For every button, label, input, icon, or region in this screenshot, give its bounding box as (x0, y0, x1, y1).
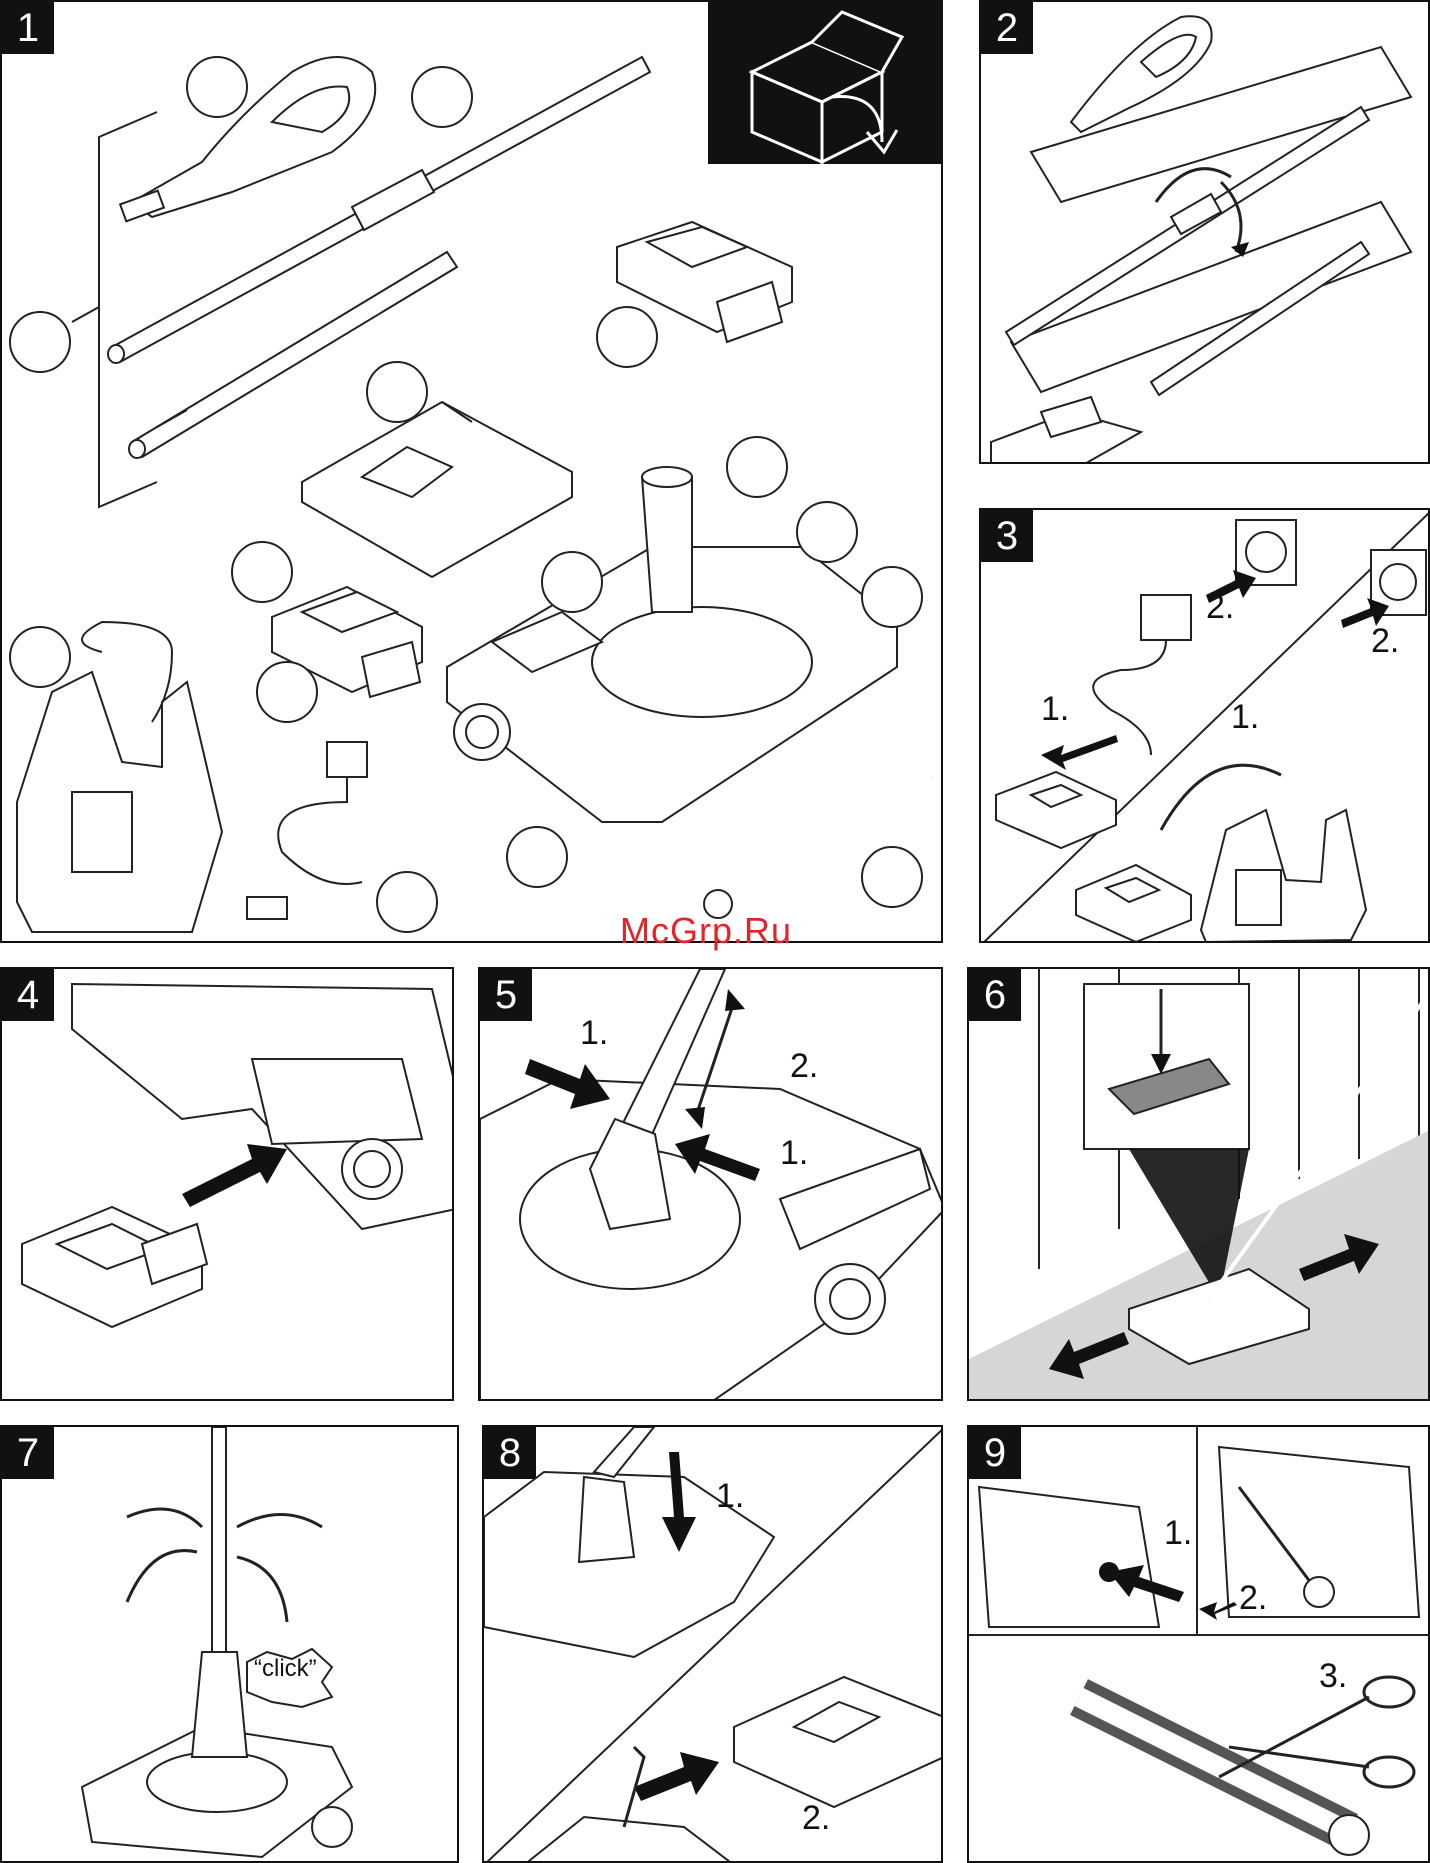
detail-inset (1084, 984, 1249, 1299)
charger-adapter-icon (1093, 595, 1191, 755)
panel-4-illustration (2, 969, 454, 1401)
panel-7-illustration (2, 1427, 459, 1863)
panel-2-illustration (981, 2, 1430, 464)
battery-pack-2-icon (1076, 865, 1191, 942)
dust-tray-icon (734, 1677, 943, 1807)
dust-tray-icon (302, 402, 572, 577)
panel-5: 5 1. 2. 1. (478, 967, 943, 1401)
panel-1-illustration (2, 2, 943, 943)
arrow-icon (634, 1752, 719, 1801)
sweeper-underside-icon (72, 984, 454, 1229)
sweeper-body-icon (484, 1427, 774, 1657)
step-label: 3. (1319, 1657, 1347, 1696)
charging-station-icon (1201, 810, 1366, 942)
step-label: 2. (1239, 1579, 1267, 1618)
tube-icon (212, 1427, 226, 1657)
arrow-icon (182, 1144, 287, 1207)
curved-arrow-icon (127, 1509, 202, 1527)
battery-pack-icon (996, 772, 1116, 848)
panel-8: 8 1. 2. (482, 1425, 943, 1863)
step-label: 2. (790, 1047, 818, 1086)
curved-arrow-icon (127, 1551, 197, 1602)
panel-7: 7 “click” (0, 1425, 459, 1863)
panel-9: 9 1. 2. 3. (967, 1425, 1430, 1863)
step-label: 1. (1231, 698, 1259, 737)
tube-lower (1151, 242, 1369, 395)
charger-adapter-icon (247, 742, 367, 919)
click-label: “click” (254, 1655, 317, 1683)
step-label: 2. (802, 1799, 830, 1838)
panel-5-illustration (480, 969, 943, 1401)
brush-housing-icon (979, 1487, 1159, 1627)
step-label: 1. (1041, 690, 1069, 729)
tube-upper (108, 57, 650, 363)
sweeper-head-icon (991, 397, 1141, 464)
sweeper-body-icon (480, 1079, 943, 1401)
handle-part (1071, 16, 1212, 132)
battery-pack-icon (22, 1207, 207, 1327)
arrow-icon (1041, 735, 1118, 770)
curved-arrow-icon (237, 1515, 322, 1528)
step-label: 1. (716, 1477, 744, 1516)
step-label: 1. (780, 1134, 808, 1173)
panel-6-illustration (969, 969, 1430, 1401)
panel-1: 1 (0, 0, 943, 943)
step-label: 1. (580, 1014, 608, 1053)
panel-6: 6 (967, 967, 1430, 1401)
step-label: 2. (1371, 622, 1399, 661)
curved-arrow-icon (237, 1557, 287, 1622)
panel-9-illustration (969, 1427, 1430, 1863)
panel-2: 2 (979, 0, 1430, 464)
panel-4: 4 (0, 967, 454, 1401)
step-label: 2. (1206, 588, 1234, 627)
handle-part (120, 57, 375, 221)
panel-3: 3 1. 2. (979, 508, 1430, 943)
step-label: 1. (1164, 1514, 1192, 1553)
panel-8-illustration (484, 1427, 943, 1863)
watermark: McGrp.Ru (620, 910, 792, 952)
